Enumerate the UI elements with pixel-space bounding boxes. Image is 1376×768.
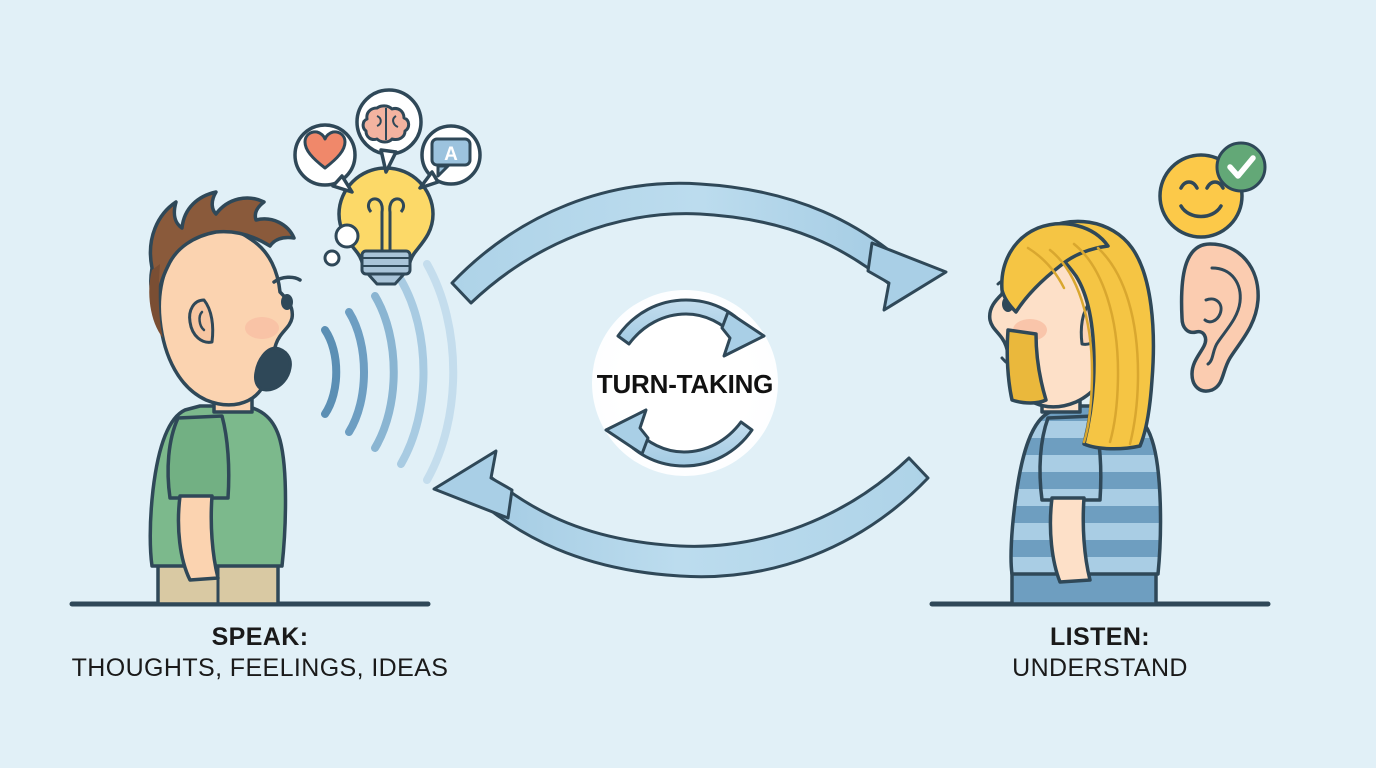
caption-speak-head: SPEAK: bbox=[211, 623, 309, 651]
check-badge-icon bbox=[1215, 141, 1267, 193]
svg-text:A: A bbox=[444, 144, 458, 165]
caption-listen-sub: UNDERSTAND bbox=[1012, 653, 1188, 682]
letter-a-bubble-icon: A bbox=[418, 124, 482, 190]
brain-bubble-icon bbox=[355, 88, 423, 174]
caption-speak: SPEAK: THOUGHTS, FEELINGS, IDEAS bbox=[40, 622, 480, 683]
caption-listen-head: LISTEN: bbox=[1049, 623, 1151, 651]
lightbulb-icon bbox=[323, 166, 435, 286]
arrow-speak-to-listen bbox=[450, 181, 948, 312]
speaker-figure bbox=[148, 190, 302, 606]
listener-figure bbox=[987, 219, 1163, 606]
arrow-listen-to-speak bbox=[432, 449, 930, 579]
heart-bubble-icon bbox=[293, 123, 357, 194]
ear-icon bbox=[1179, 242, 1260, 393]
turn-taking-label: TURN-TAKING bbox=[596, 369, 774, 399]
caption-listen: LISTEN: UNDERSTAND bbox=[880, 622, 1320, 683]
caption-speak-sub: THOUGHTS, FEELINGS, IDEAS bbox=[71, 653, 449, 682]
turn-taking-badge bbox=[592, 290, 778, 476]
sound-waves bbox=[321, 260, 458, 484]
